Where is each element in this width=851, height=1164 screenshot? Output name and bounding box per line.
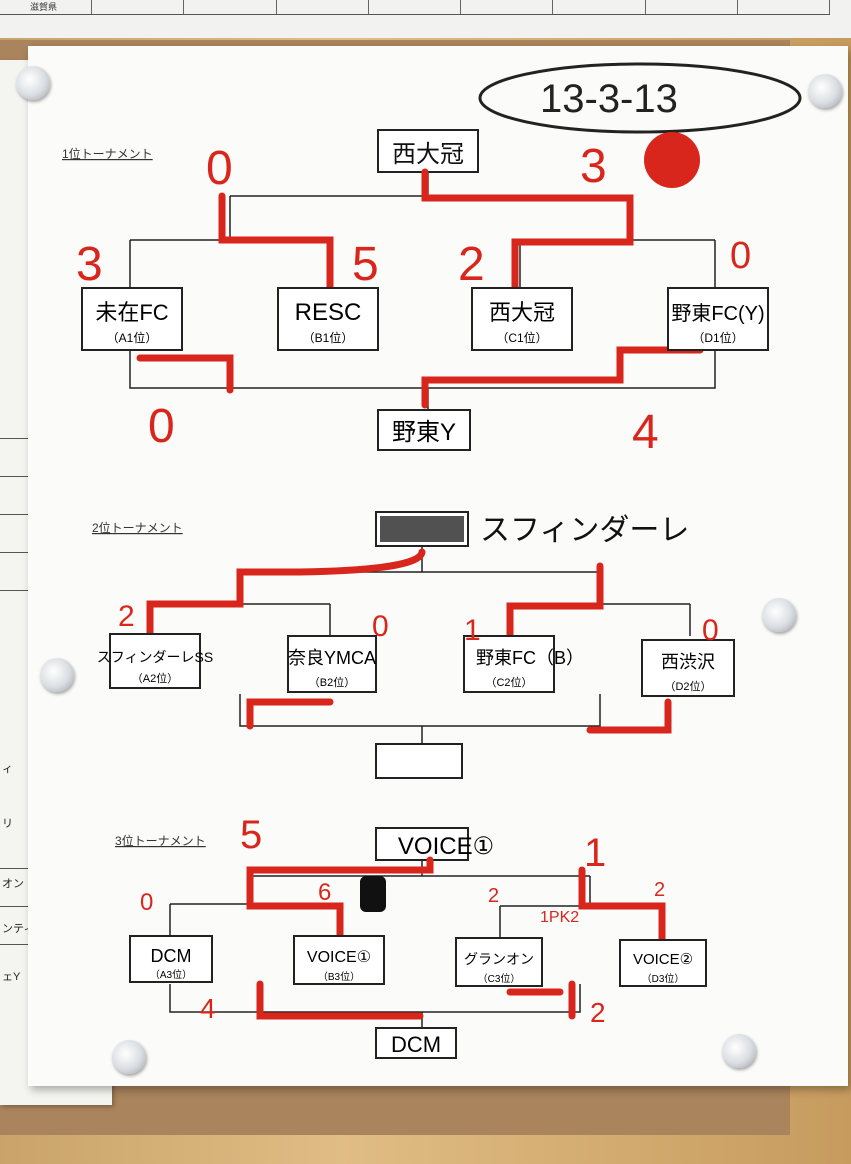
left-note: ェY (2, 971, 21, 983)
t1-rank-c: （C1位） (496, 330, 547, 345)
push-pin (722, 1034, 756, 1068)
top-paper: 滋賀県 (0, 0, 851, 38)
push-pin (40, 658, 74, 692)
t1-title: 1位トーナメント (62, 146, 153, 161)
left-note: ンティ (2, 923, 35, 935)
t3-rank-a: （A3位） (150, 968, 192, 981)
t3-lines (169, 860, 661, 1028)
t3-score-s2-right: 2 (654, 879, 665, 901)
t3-score-s1-left: 0 (140, 889, 153, 916)
t2-score-s1-left: 2 (118, 600, 135, 633)
t3-third: DCM (391, 1032, 441, 1057)
t2-team-a: スフィンダーレSS (97, 649, 213, 665)
t2-marker-lines (146, 548, 672, 734)
t3-teams: DCM （A3位） VOICE① （B3位） グランオン （C3位） VOICE… (129, 935, 707, 987)
push-pin (762, 598, 796, 632)
t1-score-3rd-left: 0 (148, 400, 175, 453)
t1-team-c: 西大冠 (489, 300, 555, 325)
t3-team-b: VOICE① (307, 949, 371, 966)
t1-score-s2-left: 2 (458, 238, 485, 291)
push-pin (16, 66, 50, 100)
t3-score-final-left: 5 (240, 813, 262, 857)
t1-third: 野東Y (392, 419, 456, 446)
black-magnet (360, 876, 386, 912)
t1-score-final-left: 0 (206, 142, 233, 195)
t3-score-3rd-right: 2 (590, 997, 606, 1028)
left-note: リ (2, 818, 13, 830)
left-note: オン (2, 878, 24, 890)
t3-third-box (375, 1027, 457, 1059)
date-text: 13-3-13 (540, 77, 678, 121)
t2-team-c: 野東FC（B） (476, 648, 584, 668)
t3-rank-d: （D3位） (642, 972, 685, 985)
t1-rank-a: （A1位） (107, 330, 158, 345)
t1-team-d: 野東FC(Y) (671, 302, 764, 325)
t1-rank-b: （B1位） (303, 330, 354, 345)
t3-score-s2-left: 2 (488, 885, 499, 907)
t2-teams: スフィンダーレSS （A2位） 奈良YMCA （B2位） 野東FC（B） （C2… (97, 633, 735, 697)
t3-team-a: DCM (151, 946, 192, 966)
t3-team-c: グランオン (464, 951, 534, 967)
t3-rank-c: （C3位） (478, 972, 521, 985)
t2-lines (149, 546, 691, 744)
t2-winner: スフィンダーレ (480, 514, 689, 547)
t2-score-s2-right: 0 (702, 614, 719, 647)
t1-teams: 未在FC （A1位） RESC （B1位） 西大冠 （C1位） 野東FC(Y) … (81, 287, 769, 351)
t2-team-d: 西渋沢 (661, 652, 715, 672)
t2-scores: 2 0 1 0 (118, 600, 719, 647)
t1-rank-d: （D1位） (692, 330, 743, 345)
t1-team-a: 未在FC (95, 300, 168, 325)
t2-rank-d: （D2位） (664, 679, 711, 693)
t1-marker-lines (136, 168, 704, 409)
t3-marker-lines (246, 856, 666, 1020)
t2-score-s2-left: 1 (464, 614, 481, 647)
t1-score-s1-left: 3 (76, 238, 103, 291)
left-note: ィ (2, 763, 13, 775)
t1-score-s1-right: 5 (352, 238, 379, 291)
t1-team-b: RESC (295, 299, 362, 326)
push-pin (808, 74, 842, 108)
t3-score-s1-right: 6 (318, 879, 331, 906)
t1-score-3rd-right: 4 (632, 406, 659, 459)
t1-third-box (377, 409, 471, 451)
t1-score-final-right: 3 (580, 140, 607, 193)
red-magnet (644, 132, 700, 188)
push-pin (112, 1040, 146, 1074)
t3-score-final-right: 1 (584, 831, 606, 875)
t2-scribble (380, 516, 464, 542)
t1-scores: 0 3 3 5 2 0 0 4 (76, 140, 751, 459)
t2-title: 2位トーナメント (92, 520, 183, 535)
t3-title: 3位トーナメント (115, 833, 206, 848)
t3-winner-box (375, 827, 469, 861)
t2-team-b: 奈良YMCA (288, 648, 376, 668)
t2-rank-a: （A2位） (132, 671, 178, 685)
bracket-sheet (28, 46, 848, 1086)
date-oval (478, 62, 802, 134)
t1-score-s2-right: 0 (730, 235, 751, 277)
top-label: 滋賀県 (30, 2, 58, 12)
t3-scores: 5 1 0 6 2 2 1PK2 4 2 (140, 813, 665, 1028)
t3-rank-b: （B3位） (318, 970, 360, 983)
t3-pk: 1PK2 (540, 909, 579, 926)
t2-rank-c: （C2位） (485, 675, 532, 689)
t3-winner: VOICE① (398, 833, 494, 860)
t3-score-3rd-left: 4 (200, 993, 216, 1024)
t2-score-s1-right: 0 (372, 610, 389, 643)
t2-rank-b: （B2位） (309, 675, 355, 689)
t3-team-d: VOICE② (633, 951, 693, 968)
t1-winner: 西大冠 (392, 141, 464, 168)
top-grid (0, 0, 830, 15)
t2-third-box (375, 743, 463, 779)
